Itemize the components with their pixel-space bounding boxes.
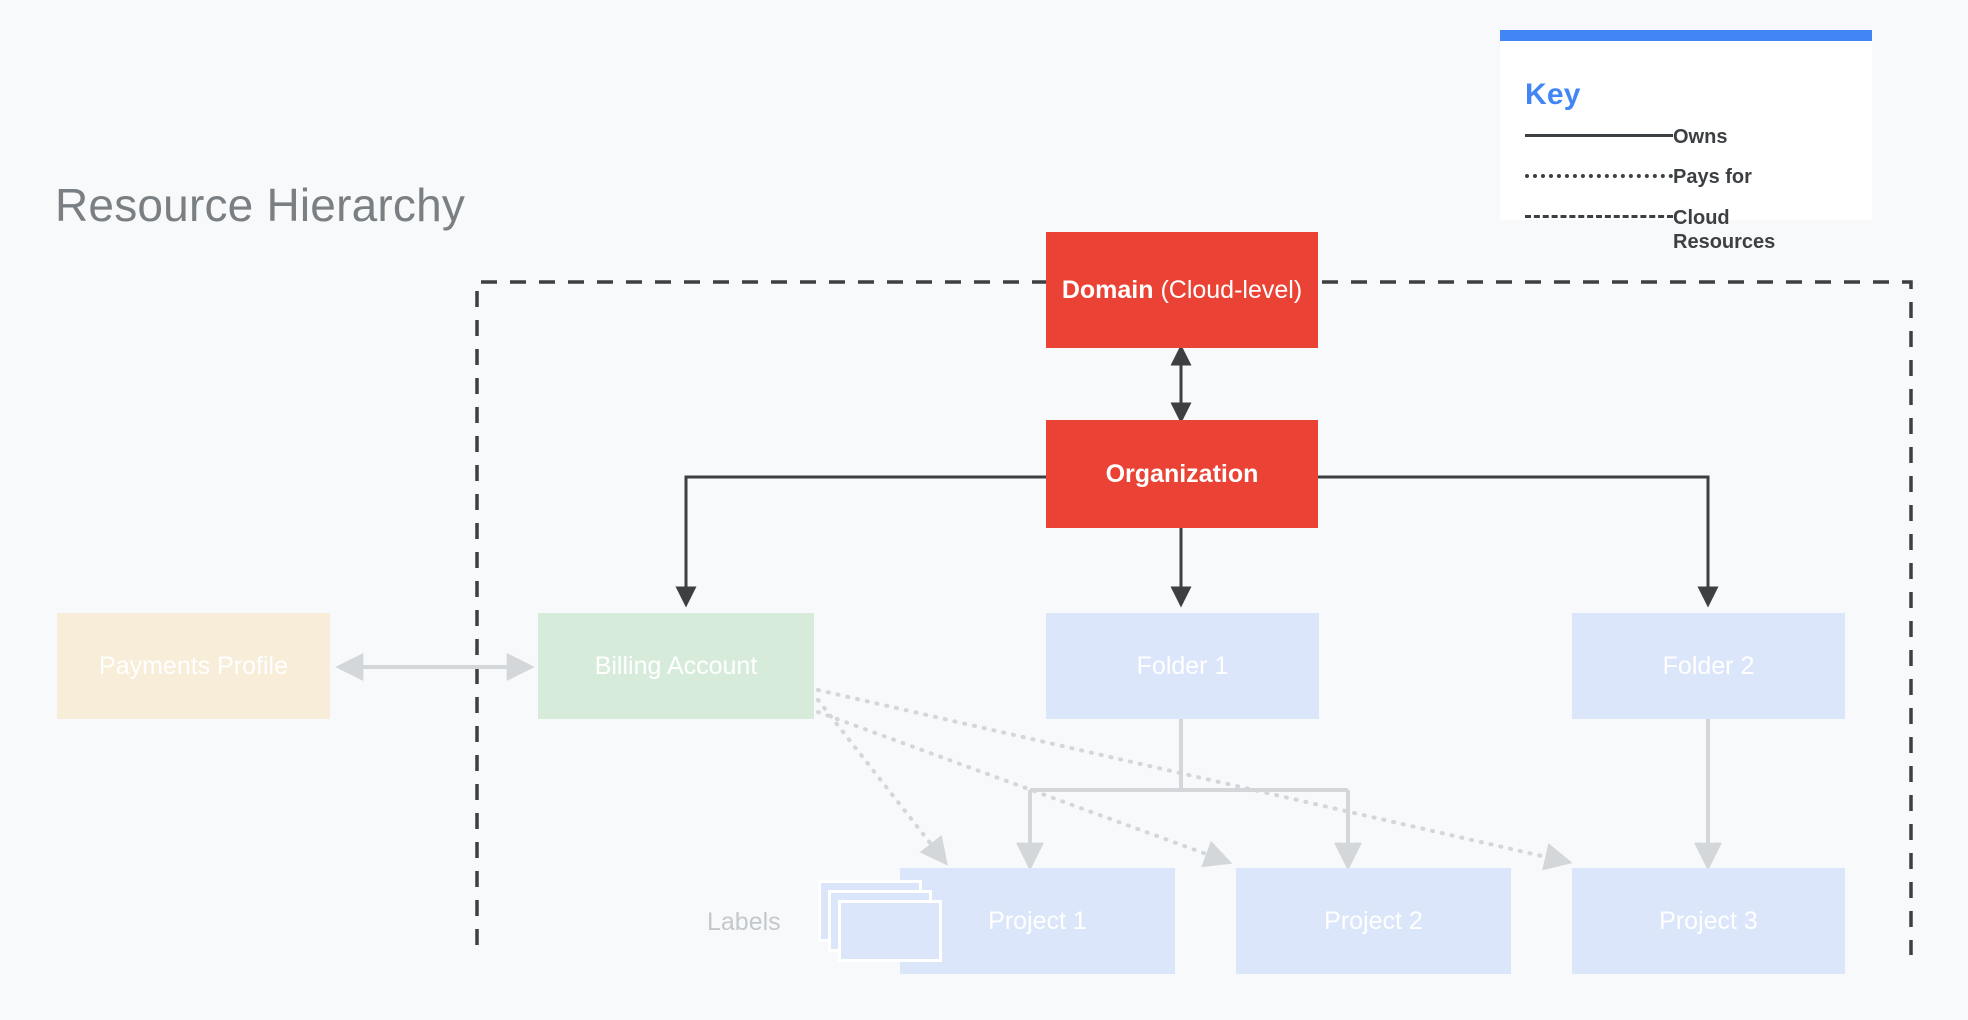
node-folder-1[interactable]: Folder 1 bbox=[1046, 613, 1319, 719]
dotted-line-icon bbox=[1525, 165, 1673, 187]
node-folder-1-label: Folder 1 bbox=[1136, 651, 1229, 680]
node-project-3[interactable]: Project 3 bbox=[1572, 868, 1845, 974]
node-organization[interactable]: Organization bbox=[1046, 420, 1318, 528]
node-project-1-label: Project 1 bbox=[988, 906, 1087, 935]
node-domain-label: Domain (Cloud-level) bbox=[1062, 276, 1302, 305]
key-entry-list: Owns Pays for Cloud Resources bbox=[1525, 125, 1855, 271]
key-entry-owns-label: Owns bbox=[1673, 126, 1728, 148]
node-billing-account[interactable]: Billing Account bbox=[538, 613, 814, 719]
node-domain-suffix: (Cloud-level) bbox=[1153, 275, 1303, 304]
node-domain[interactable]: Domain (Cloud-level) bbox=[1046, 232, 1318, 348]
key-entry-cloud-resources-label: Cloud Resources bbox=[1673, 206, 1776, 254]
key-legend: Key Owns Pays for Cloud Resources bbox=[1500, 30, 1872, 253]
node-domain-title: Domain bbox=[1061, 275, 1154, 304]
node-folder-2[interactable]: Folder 2 bbox=[1572, 613, 1845, 719]
key-entry-pays-for: Pays for bbox=[1525, 165, 1855, 189]
solid-line-icon bbox=[1525, 125, 1673, 147]
node-project-1[interactable]: Project 1 bbox=[900, 868, 1175, 974]
edge-organization-folder-2 bbox=[1317, 475, 1719, 608]
dashed-line-icon bbox=[1525, 206, 1673, 228]
node-billing-account-label: Billing Account bbox=[594, 651, 758, 680]
label-card-front bbox=[838, 900, 942, 962]
key-entry-cloud-resources: Cloud Resources bbox=[1525, 206, 1855, 255]
edge-folder-1-projects bbox=[1028, 716, 1350, 864]
labels-caption: Labels bbox=[707, 908, 781, 936]
edge-billing-account-project-2 bbox=[816, 710, 1233, 868]
edge-organization-billing-account bbox=[675, 475, 1046, 608]
edge-billing-account-project-1 bbox=[816, 698, 948, 866]
node-project-2-label: Project 2 bbox=[1324, 906, 1423, 935]
node-folder-2-label: Folder 2 bbox=[1662, 651, 1755, 680]
node-organization-label: Organization bbox=[1105, 459, 1259, 488]
key-entry-owns: Owns bbox=[1525, 125, 1855, 149]
key-entry-pays-for-label: Pays for bbox=[1673, 166, 1752, 189]
page-title: Resource Hierarchy bbox=[55, 179, 466, 231]
node-project-2[interactable]: Project 2 bbox=[1236, 868, 1511, 974]
node-payments-profile-label: Payments Profile bbox=[99, 651, 288, 680]
node-payments-profile[interactable]: Payments Profile bbox=[57, 613, 330, 719]
node-project-3-label: Project 3 bbox=[1659, 906, 1758, 935]
key-accent-bar bbox=[1500, 30, 1872, 41]
key-heading: Key bbox=[1525, 78, 1581, 111]
